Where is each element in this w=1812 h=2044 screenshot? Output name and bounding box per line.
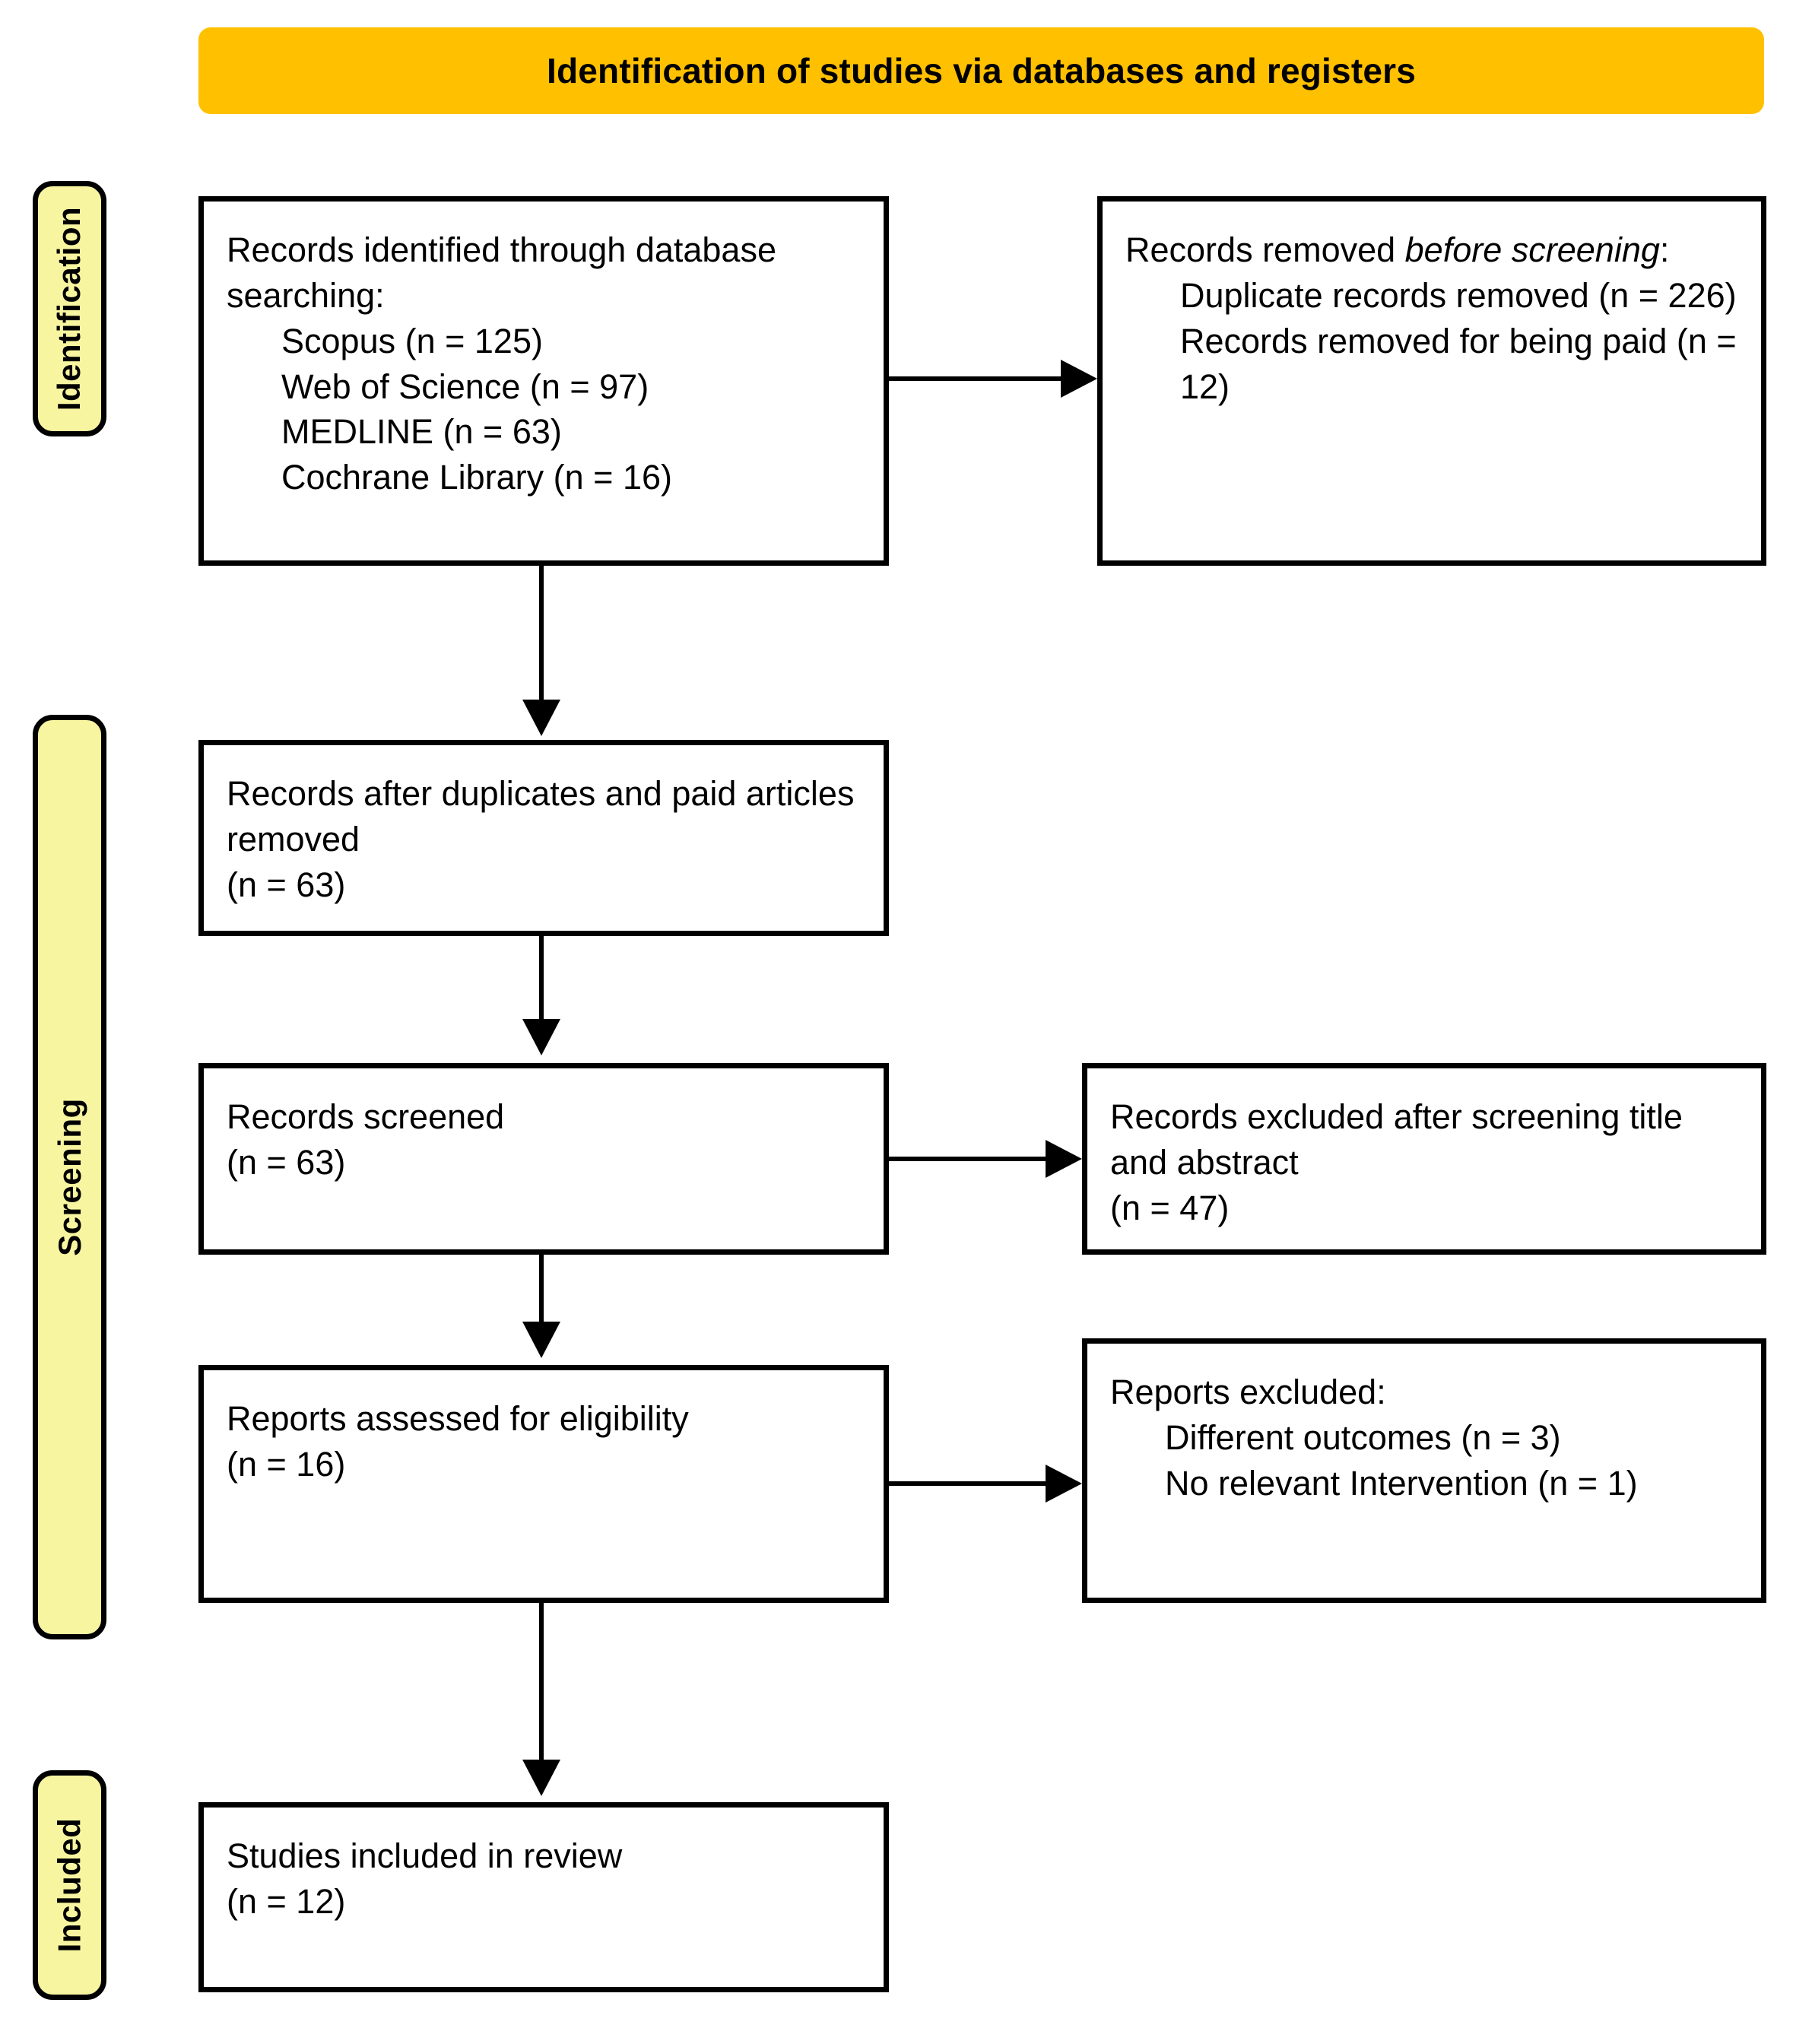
stage-label-screening: Screening	[51, 1098, 87, 1256]
stage-tab-included: Included	[33, 1770, 106, 2000]
box-reports-assessed-text: Reports assessed for eligibility (n = 16…	[227, 1399, 689, 1484]
box-studies-included: Studies included in review (n = 12)	[198, 1802, 889, 1992]
arrow-down-icon-identified-to-afterdupes	[522, 700, 560, 736]
records-identified-item-1: Web of Science (n = 97)	[281, 367, 649, 406]
records-removed-heading-italic: before screening	[1404, 230, 1660, 269]
box-records-after-duplicates: Records after duplicates and paid articl…	[198, 740, 889, 936]
box-reports-assessed-eligibility: Reports assessed for eligibility (n = 16…	[198, 1365, 889, 1603]
box-studies-included-text: Studies included in review (n = 12)	[227, 1836, 623, 1921]
diagram-header-banner: Identification of studies via databases …	[198, 27, 1764, 114]
connector-line-eligibility-to-reportsexcluded	[889, 1481, 1055, 1486]
connector-line-identified-to-removed	[889, 376, 1070, 381]
box-records-removed-before-screening: Records removed before screening: Duplica…	[1097, 196, 1766, 566]
connector-line-screened-to-eligibility	[539, 1255, 544, 1325]
arrow-down-icon-screened-to-eligibility	[522, 1322, 560, 1358]
stage-tab-identification: Identification	[33, 181, 106, 436]
connector-line-eligibility-to-included	[539, 1603, 544, 1763]
arrow-down-icon-afterdupes-to-screened	[522, 1019, 560, 1055]
box-reports-excluded-text: Reports excluded: Different outcomes (n =…	[1110, 1370, 1741, 1506]
box-records-screened-text: Records screened (n = 63)	[227, 1097, 505, 1182]
box-records-identified-text: Records identified through database sear…	[227, 227, 864, 500]
records-removed-heading-tail: :	[1659, 230, 1670, 269]
reports-excluded-item-0: Different outcomes (n = 3)	[1165, 1417, 1561, 1457]
records-removed-item-0: Duplicate records removed (n = 226)	[1180, 275, 1737, 315]
records-identified-item-0: Scopus (n = 125)	[281, 321, 543, 360]
box-records-screened: Records screened (n = 63)	[198, 1063, 889, 1255]
box-records-after-duplicates-text: Records after duplicates and paid articl…	[227, 774, 855, 904]
box-records-removed-text: Records removed before screening: Duplica…	[1125, 227, 1741, 409]
box-records-identified: Records identified through database sear…	[198, 196, 889, 566]
records-removed-heading-plain: Records removed	[1125, 230, 1405, 269]
records-identified-item-2: MEDLINE (n = 63)	[281, 412, 562, 452]
box-records-excluded-text: Records excluded after screening title a…	[1110, 1097, 1683, 1227]
records-identified-heading: Records identified through database sear…	[227, 230, 776, 315]
records-removed-item-1: Records removed for being paid (n = 12)	[1180, 321, 1737, 406]
reports-excluded-heading: Reports excluded:	[1110, 1373, 1386, 1411]
records-identified-item-3: Cochrane Library (n = 16)	[281, 458, 673, 497]
connector-line-afterdupes-to-screened	[539, 936, 544, 1023]
connector-line-screened-to-excluded	[889, 1157, 1055, 1161]
box-reports-excluded: Reports excluded: Different outcomes (n =…	[1082, 1338, 1766, 1603]
banner-title: Identification of studies via databases …	[546, 50, 1417, 90]
stage-label-identification: Identification	[51, 206, 87, 411]
stage-tab-screening: Screening	[33, 715, 106, 1639]
arrow-right-icon-identified-to-removed	[1061, 360, 1097, 398]
arrow-right-icon-screened-to-excluded	[1046, 1140, 1082, 1178]
arrow-right-icon-eligibility-to-reportsexcluded	[1046, 1465, 1082, 1503]
box-records-excluded: Records excluded after screening title a…	[1082, 1063, 1766, 1255]
arrow-down-icon-eligibility-to-included	[522, 1760, 560, 1796]
stage-label-included: Included	[51, 1817, 87, 1953]
reports-excluded-item-1: No relevant Intervention (n = 1)	[1165, 1463, 1638, 1503]
connector-line-identified-to-afterdupes	[539, 566, 544, 704]
